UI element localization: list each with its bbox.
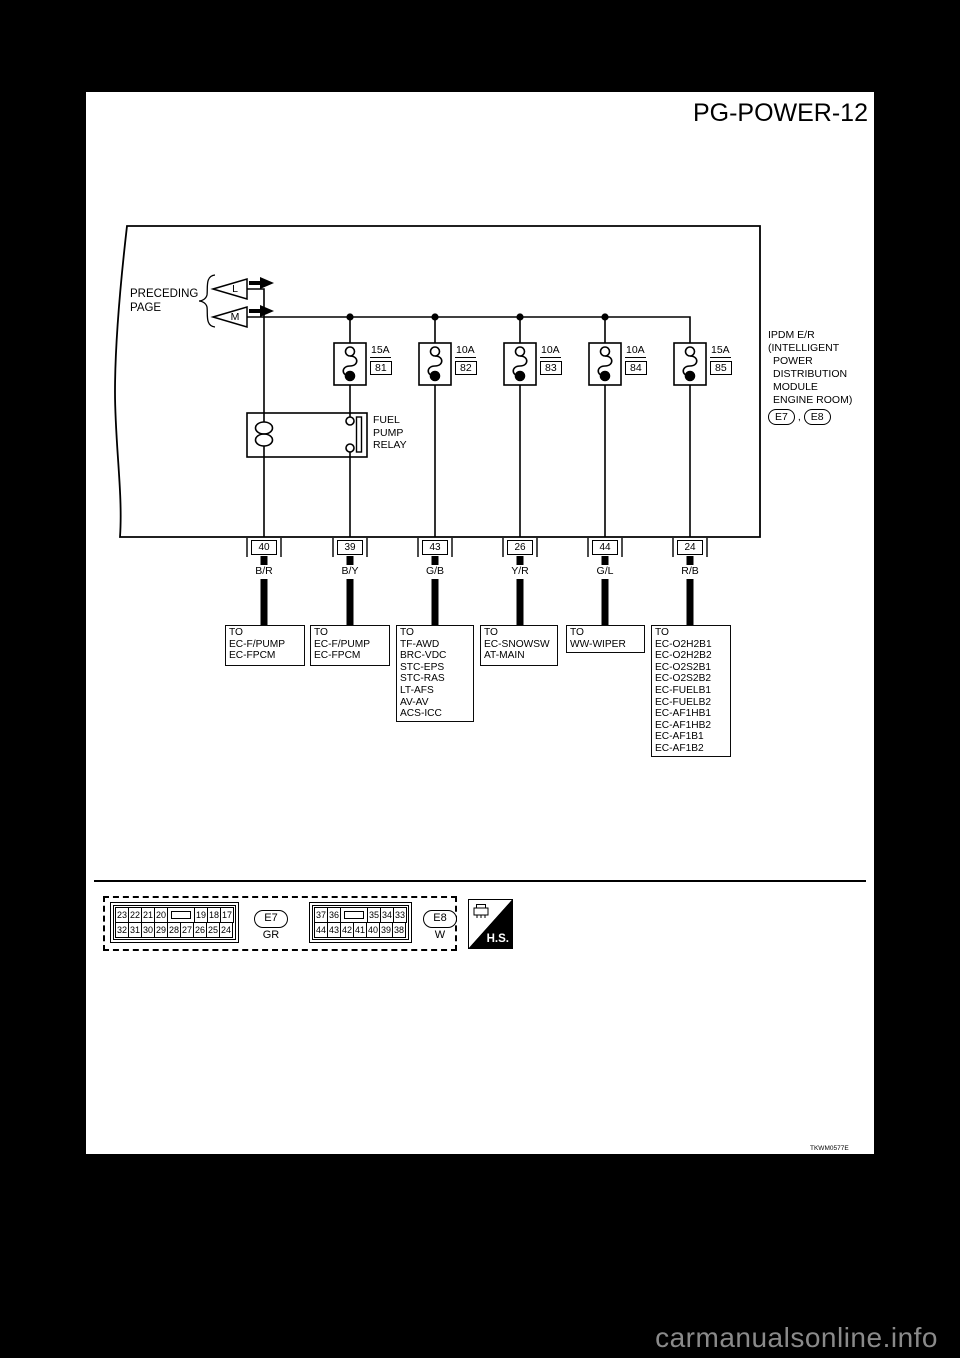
page-title: PG-POWER-12 bbox=[692, 99, 868, 127]
manual-page: PG-POWER-12 bbox=[86, 92, 874, 1154]
arrow-letter-m: M bbox=[230, 311, 240, 323]
pin-cell: 35 bbox=[367, 907, 381, 923]
wire-color: G/B bbox=[425, 565, 445, 577]
destination-box: TO EC-F/PUMP EC-FPCM bbox=[310, 625, 390, 666]
pin-cell: 39 bbox=[379, 922, 393, 938]
module-label: IPDM E/R (INTELLIGENT POWER DISTRIBUTION… bbox=[768, 329, 853, 406]
pin-cell: 27 bbox=[180, 922, 194, 938]
hs-label: H.S. bbox=[486, 933, 509, 945]
fuse-amp: 15A bbox=[710, 344, 731, 358]
connector-ref-e7: E7 bbox=[768, 409, 795, 425]
fuse-85-tag: 15A 85 bbox=[710, 344, 732, 375]
fuse-83-tag: 10A 83 bbox=[540, 344, 562, 375]
module-connector-refs: E7 , E8 bbox=[768, 409, 831, 425]
relay-label: FUEL PUMP RELAY bbox=[373, 414, 407, 451]
fuse-number: 83 bbox=[540, 361, 562, 375]
fuse-number: 82 bbox=[455, 361, 477, 375]
fuse-82-tag: 10A 82 bbox=[455, 344, 477, 375]
pin-cell: 20 bbox=[154, 907, 168, 923]
pin-cell: 28 bbox=[167, 922, 181, 938]
arrow-l-head bbox=[260, 277, 274, 289]
harness-side-badge: H.S. bbox=[468, 899, 513, 949]
pin-cell: 44 bbox=[314, 922, 328, 938]
preceding-page-label: PRECEDING PAGE bbox=[130, 288, 199, 314]
pin-24: 24 bbox=[677, 540, 703, 555]
pin-39: 39 bbox=[337, 540, 363, 555]
pin-cell: 25 bbox=[206, 922, 220, 938]
keying-slot bbox=[340, 907, 368, 923]
pin-43: 43 bbox=[422, 540, 448, 555]
keying-slot bbox=[167, 907, 195, 923]
pin-cell: 36 bbox=[327, 907, 341, 923]
drawing-code: TKWM0577E bbox=[810, 1145, 849, 1152]
fuse-amp: 10A bbox=[455, 344, 476, 358]
pin-40: 40 bbox=[251, 540, 277, 555]
fuse-amp: 10A bbox=[625, 344, 646, 358]
wire-color: B/Y bbox=[341, 565, 359, 577]
destination-box: TO EC-F/PUMP EC-FPCM bbox=[225, 625, 305, 666]
fuse-symbols bbox=[333, 342, 707, 386]
fuse-number: 85 bbox=[710, 361, 732, 375]
connector-views-frame bbox=[103, 896, 457, 951]
wire-color: R/B bbox=[681, 565, 699, 577]
pin-cell: 37 bbox=[314, 907, 328, 923]
fuse-amp: 15A bbox=[370, 344, 391, 358]
pin-cell: 30 bbox=[141, 922, 155, 938]
destination-box: TO EC-SNOWSW AT-MAIN bbox=[480, 625, 558, 666]
pin-cell: 22 bbox=[128, 907, 142, 923]
pin-cell: 33 bbox=[393, 907, 407, 923]
pin-cell: 43 bbox=[327, 922, 341, 938]
pin-cell: 41 bbox=[353, 922, 367, 938]
connector-e8-label: E8 bbox=[423, 910, 457, 928]
watermark: carmanualsonline.info bbox=[655, 1322, 938, 1353]
pin-cell: 31 bbox=[128, 922, 142, 938]
pin-26: 26 bbox=[507, 540, 533, 555]
heavy-wires bbox=[260, 556, 694, 625]
fuse-84-tag: 10A 84 bbox=[625, 344, 647, 375]
destination-box: TO EC-O2H2B1 EC-O2H2B2 EC-O2S2B1 EC-O2S2… bbox=[651, 625, 731, 757]
connector-e8-faceview: 37 36 35 34 33 44 43 42 41 40 39 38 bbox=[309, 902, 412, 943]
arrow-l-tail bbox=[249, 281, 261, 285]
connector-e7-faceview: 23 22 21 20 19 18 17 32 31 30 29 28 27 2… bbox=[110, 902, 239, 943]
fuse-number: 84 bbox=[625, 361, 647, 375]
pin-cell: 17 bbox=[220, 907, 234, 923]
fuse-amp: 10A bbox=[540, 344, 561, 358]
connector-icon bbox=[473, 904, 489, 918]
relay-symbol bbox=[246, 412, 368, 458]
connector-e7-label: E7 bbox=[254, 910, 288, 928]
wiring-linework bbox=[114, 225, 761, 625]
wire-color: Y/R bbox=[511, 565, 529, 577]
fuse-number: 81 bbox=[370, 361, 392, 375]
arrow-letter-l: L bbox=[232, 283, 238, 295]
pin-44: 44 bbox=[592, 540, 618, 555]
pin-cell: 18 bbox=[207, 907, 221, 923]
arrow-m-head bbox=[260, 305, 274, 317]
connector-e7-color: GR bbox=[262, 929, 280, 941]
pin-cell: 32 bbox=[115, 922, 129, 938]
pin-cell: 19 bbox=[194, 907, 208, 923]
pin-cell: 24 bbox=[219, 922, 233, 938]
connector-ref-e8: E8 bbox=[803, 409, 831, 425]
connector-e8-color: W bbox=[434, 929, 446, 941]
arrow-m-tail bbox=[249, 309, 261, 313]
destination-box: TO WW-WIPER bbox=[566, 625, 645, 653]
pin-cell: 23 bbox=[115, 907, 129, 923]
destination-box: TO TF-AWD BRC-VDC STC-EPS STC-RAS LT-AFS… bbox=[396, 625, 474, 722]
separator: , bbox=[797, 411, 801, 423]
pin-cell: 29 bbox=[154, 922, 168, 938]
pin-cell: 42 bbox=[340, 922, 354, 938]
pin-cell: 34 bbox=[380, 907, 394, 923]
fuse-81-tag: 15A 81 bbox=[370, 344, 392, 375]
wire-color: G/L bbox=[596, 565, 614, 577]
pin-cell: 21 bbox=[141, 907, 155, 923]
section-divider bbox=[94, 880, 866, 882]
wire-color: B/R bbox=[255, 565, 273, 577]
pin-cell: 38 bbox=[392, 922, 406, 938]
pin-cell: 26 bbox=[193, 922, 207, 938]
pin-cell: 40 bbox=[366, 922, 380, 938]
brace-glyph bbox=[198, 274, 216, 328]
